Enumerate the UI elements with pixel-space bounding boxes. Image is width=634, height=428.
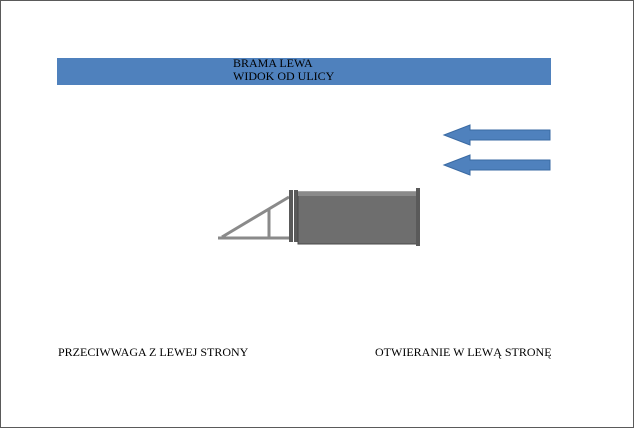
opening-direction-label: OTWIERANIE W LEWĄ STRONĘ: [375, 345, 552, 359]
header-title: BRAMA LEWA WIDOK OD ULICY: [233, 57, 334, 83]
gate-post-right: [294, 190, 298, 242]
gate-end-post: [416, 188, 420, 246]
header-line-2: WIDOK OD ULICY: [233, 69, 335, 83]
header-line-1: BRAMA LEWA: [233, 56, 313, 70]
gate-drawing: [218, 188, 420, 246]
gate-panel-top-rail: [298, 192, 418, 196]
gate-post-left: [289, 190, 293, 242]
counterweight-label: PRZECIWWAGA Z LEWEJ STRONY: [58, 345, 249, 359]
arrow-top-icon: [442, 124, 551, 146]
gate-panel: [297, 191, 419, 245]
gate-counterweight-frame: [218, 195, 291, 240]
arrow-bottom-icon: [442, 154, 551, 176]
header-bar: [57, 58, 551, 85]
